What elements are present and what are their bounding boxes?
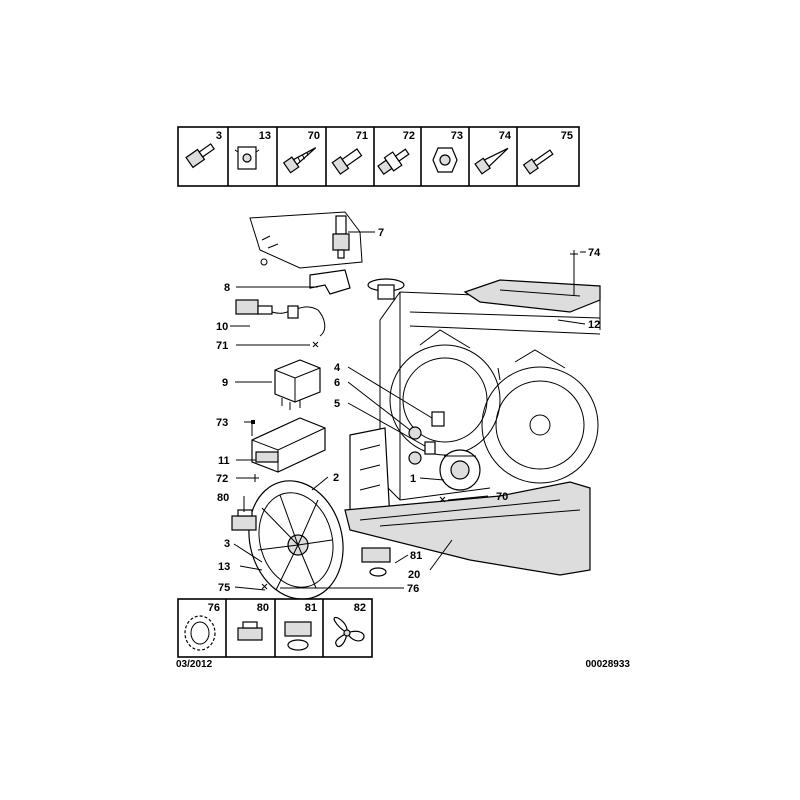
fan-blade-icon [248, 480, 344, 600]
serrated-washer-icon [184, 615, 216, 651]
sensor-bracket-icon [309, 269, 351, 295]
callout-7: 7 [378, 227, 384, 239]
callout-labels: 7 8 10 71 9 73 11 72 80 3 13 75 76 2 4 6… [216, 227, 601, 595]
relay-icon [274, 359, 321, 410]
accessory-number: 76 [208, 602, 220, 614]
callout-80: 80 [217, 492, 229, 504]
callout-81: 81 [410, 550, 422, 562]
switch-icon [408, 411, 445, 465]
footer-date: 03/2012 [176, 659, 213, 670]
screw-icon [282, 147, 317, 174]
clip-icon [237, 621, 263, 641]
fastener-number: 13 [259, 130, 271, 142]
callout-20: 20 [408, 569, 420, 581]
callout-9: 9 [222, 377, 228, 389]
fan-shroud-icon [344, 427, 591, 576]
footer-reference: 00028933 [586, 659, 631, 670]
fastener-number: 3 [216, 130, 222, 142]
spacer-bolt-icon [377, 148, 410, 176]
callout-11: 11 [218, 455, 230, 467]
body-panel-drawing [249, 211, 363, 269]
tapping-screw-icon [474, 147, 509, 175]
accessory-number: 81 [305, 602, 317, 614]
accessory-table: 76 80 81 82 [177, 598, 373, 658]
fastener-number: 71 [356, 130, 368, 142]
callout-73: 73 [216, 417, 228, 429]
callout-70: 70 [496, 491, 508, 503]
fastener-number: 72 [403, 130, 415, 142]
callout-8: 8 [224, 282, 230, 294]
fastener-number: 70 [308, 130, 320, 142]
flange-bolt-icon [331, 148, 363, 175]
wiring-harness-icon [235, 299, 326, 337]
screw-icon [522, 149, 554, 175]
temperature-sensor-icon [332, 215, 350, 259]
callout-74: 74 [588, 247, 601, 259]
callout-72: 72 [216, 473, 228, 485]
callout-5: 5 [334, 398, 340, 410]
callout-75: 75 [218, 582, 230, 594]
callout-71: 71 [216, 340, 228, 352]
accessory-number: 82 [354, 602, 366, 614]
callout-1: 1 [410, 473, 416, 485]
fastener-number: 74 [499, 130, 512, 142]
radiator-drawing [367, 278, 601, 501]
callout-12: 12 [588, 319, 600, 331]
callout-13: 13 [218, 561, 230, 573]
callout-2: 2 [333, 472, 339, 484]
flange-nut-icon [432, 147, 458, 173]
fan-motor-icon [439, 449, 481, 491]
callout-4: 4 [334, 362, 341, 374]
fastener-number: 75 [561, 130, 573, 142]
connector-icon [361, 547, 391, 577]
fastener-number: 73 [451, 130, 463, 142]
clip-icon [231, 509, 257, 531]
connector-icon [284, 621, 312, 651]
control-unit-icon [251, 417, 326, 473]
callout-76: 76 [407, 583, 419, 595]
fastener-table: 3 13 70 71 72 73 74 75 [177, 126, 580, 187]
leader-lines [230, 231, 586, 591]
bolt-icon [185, 143, 216, 169]
callout-10: 10 [216, 321, 228, 333]
clip-nut-icon [234, 146, 260, 170]
callout-6: 6 [334, 377, 340, 389]
callout-3: 3 [224, 538, 230, 550]
air-deflector-icon [463, 279, 601, 313]
accessory-number: 80 [257, 602, 269, 614]
fan-blade-icon [333, 616, 365, 648]
